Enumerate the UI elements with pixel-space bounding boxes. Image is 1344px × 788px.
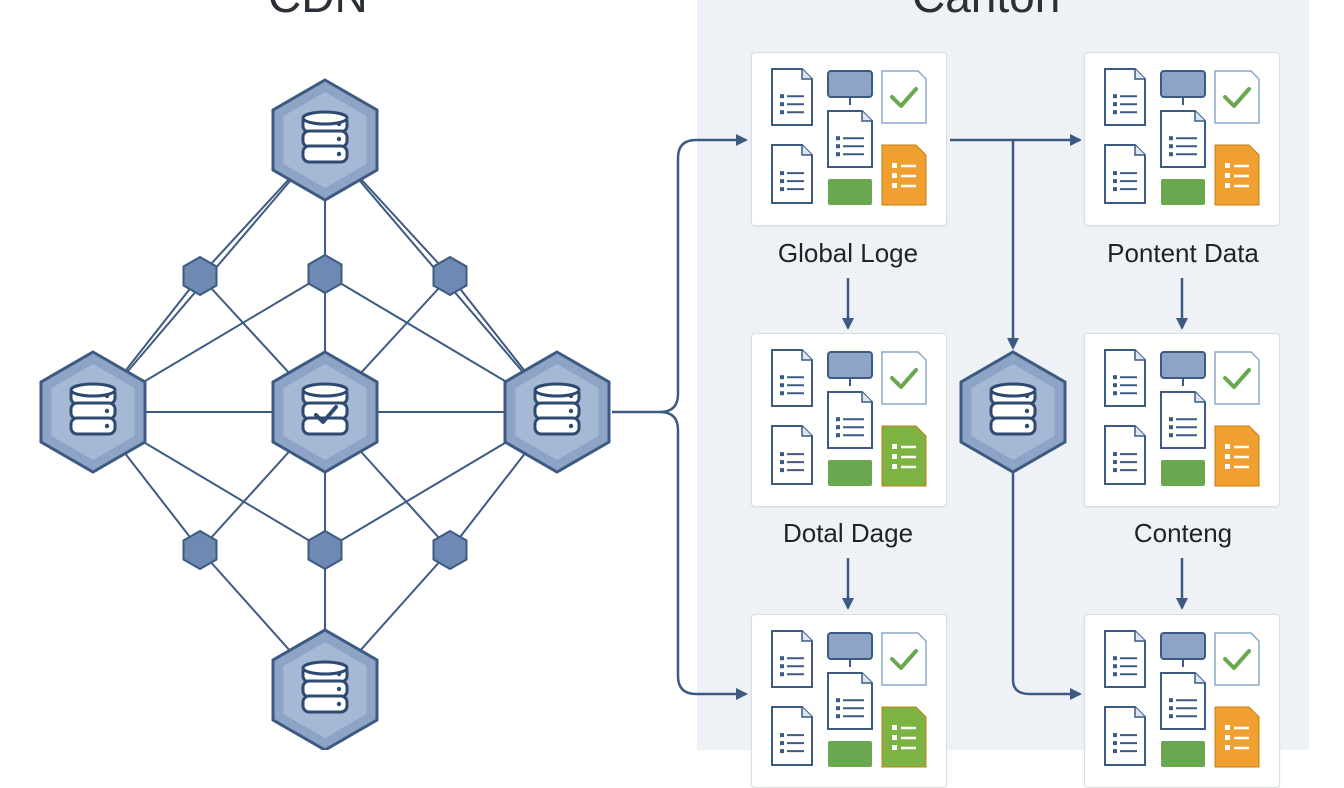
network-node bbox=[182, 529, 218, 571]
database-icon bbox=[301, 660, 349, 714]
network-diagram bbox=[39, 78, 1188, 750]
arrow-to-bottom-right bbox=[1011, 472, 1082, 700]
card-bottom-left bbox=[751, 614, 947, 788]
document-icon bbox=[827, 672, 873, 730]
arrow-to-global-loge bbox=[612, 134, 748, 414]
cdn-heading: CDN bbox=[268, 0, 368, 22]
card-conteng bbox=[1084, 333, 1280, 507]
card-artwork bbox=[1104, 349, 1260, 487]
card-artwork bbox=[771, 630, 927, 768]
check-icon bbox=[881, 632, 927, 686]
green-block bbox=[828, 741, 872, 767]
document-icon bbox=[771, 68, 813, 126]
check-icon bbox=[1214, 632, 1260, 686]
spreadsheet-icon bbox=[1214, 706, 1260, 768]
monitor-icon bbox=[827, 70, 873, 105]
spreadsheet-icon bbox=[881, 706, 927, 768]
document-icon bbox=[1160, 672, 1206, 730]
label-conteng: Conteng bbox=[1133, 518, 1233, 548]
document-icon bbox=[771, 706, 813, 766]
network-node bbox=[432, 255, 468, 297]
card-pontent-data bbox=[1084, 52, 1280, 226]
canton-heading: Canton bbox=[912, 0, 1060, 22]
spreadsheet-icon bbox=[1214, 144, 1260, 206]
card-global-loge bbox=[751, 52, 947, 226]
network-node bbox=[182, 255, 218, 297]
card-artwork bbox=[771, 68, 927, 206]
connectors bbox=[612, 134, 1188, 700]
label-dotal-dage: Dotal Dage bbox=[782, 518, 914, 548]
document-icon bbox=[1104, 425, 1146, 485]
database-icon bbox=[69, 382, 117, 436]
network-node bbox=[307, 253, 343, 295]
monitor-icon bbox=[1160, 632, 1206, 667]
document-icon bbox=[1104, 144, 1146, 204]
arrow-to-bottom-left bbox=[659, 410, 748, 700]
document-icon bbox=[1104, 630, 1146, 688]
check-icon bbox=[1214, 351, 1260, 405]
network-node bbox=[307, 529, 343, 571]
check-icon bbox=[314, 405, 338, 424]
document-icon bbox=[827, 110, 873, 168]
green-block bbox=[1161, 460, 1205, 486]
document-icon bbox=[771, 425, 813, 485]
green-block bbox=[828, 179, 872, 205]
label-global-loge: Global Loge bbox=[777, 238, 919, 268]
check-icon bbox=[881, 70, 927, 124]
green-block bbox=[1161, 179, 1205, 205]
document-icon bbox=[1104, 349, 1146, 407]
green-block bbox=[1161, 741, 1205, 767]
document-icon bbox=[771, 349, 813, 407]
document-icon bbox=[1104, 706, 1146, 766]
spreadsheet-icon bbox=[881, 144, 927, 206]
label-pontent-data: Pontent Data bbox=[1107, 238, 1259, 268]
document-icon bbox=[1160, 110, 1206, 168]
spreadsheet-icon bbox=[881, 425, 927, 487]
green-block bbox=[828, 460, 872, 486]
database-icon bbox=[301, 110, 349, 164]
card-bottom-right bbox=[1084, 614, 1280, 788]
monitor-icon bbox=[1160, 351, 1206, 386]
document-icon bbox=[827, 391, 873, 449]
spreadsheet-icon bbox=[1214, 425, 1260, 487]
check-icon bbox=[881, 351, 927, 405]
document-icon bbox=[771, 630, 813, 688]
monitor-icon bbox=[827, 351, 873, 386]
document-icon bbox=[1104, 68, 1146, 126]
card-artwork bbox=[1104, 68, 1260, 206]
document-icon bbox=[771, 144, 813, 204]
card-dotal-dage bbox=[751, 333, 947, 507]
diagram-stage: CDN Canton Global Loge Pontent Data Dota… bbox=[39, 0, 1309, 788]
monitor-icon bbox=[1160, 70, 1206, 105]
network-node bbox=[432, 529, 468, 571]
monitor-icon bbox=[827, 632, 873, 667]
database-icon bbox=[533, 382, 581, 436]
database-icon bbox=[989, 382, 1037, 436]
check-icon bbox=[1214, 70, 1260, 124]
verified-database-icon bbox=[301, 382, 349, 436]
card-artwork bbox=[1104, 630, 1260, 768]
card-artwork bbox=[771, 349, 927, 487]
document-icon bbox=[1160, 391, 1206, 449]
